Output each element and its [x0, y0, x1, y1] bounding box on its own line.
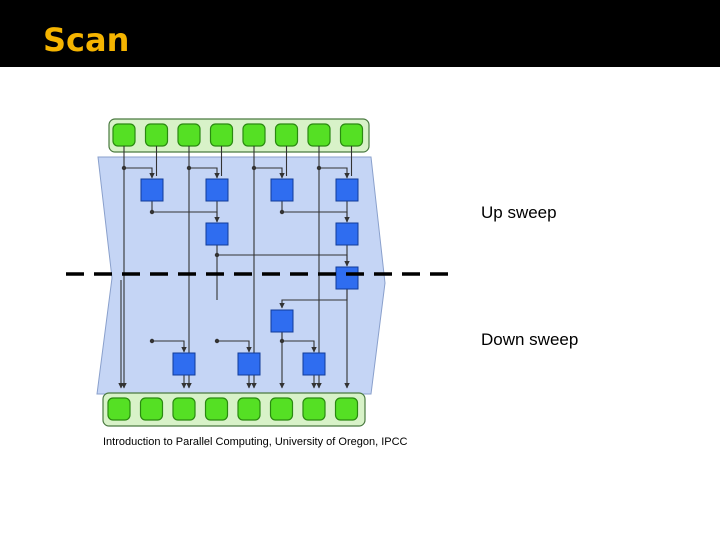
output-element	[334, 397, 359, 421]
operator-box	[205, 222, 229, 246]
source-caption: Introduction to Parallel Computing, Univ…	[103, 436, 408, 448]
input-array	[108, 118, 370, 153]
junction-dot	[149, 209, 155, 215]
junction-dot	[121, 165, 127, 171]
operator-box	[237, 352, 261, 376]
output-element	[204, 397, 229, 421]
operator-box	[270, 178, 294, 202]
output-element	[302, 397, 326, 421]
operator-box	[205, 178, 229, 202]
wire	[152, 340, 187, 353]
output-element	[172, 397, 196, 421]
input-elements	[112, 123, 364, 147]
input-element	[112, 123, 136, 147]
junction-dot	[279, 209, 285, 215]
output-element	[139, 397, 164, 421]
wire	[254, 167, 285, 179]
wire	[319, 167, 350, 179]
input-element	[144, 123, 169, 147]
output-elements	[107, 397, 359, 421]
output-array	[102, 392, 366, 427]
up-sweep-label: Up sweep	[481, 203, 557, 222]
junction-dot	[251, 165, 257, 171]
operator-box	[172, 352, 196, 376]
junction-dot	[214, 338, 220, 344]
junction-dot	[279, 338, 285, 344]
junction-dot	[316, 165, 322, 171]
up-sweep-operators	[140, 178, 359, 290]
operator-box	[335, 266, 359, 290]
operator-box	[302, 352, 326, 376]
junction-dot	[149, 338, 155, 344]
title-bar: Scan	[0, 0, 720, 67]
input-element	[274, 123, 299, 147]
operator-box	[140, 178, 164, 202]
junction-dot	[214, 252, 220, 258]
wire	[217, 340, 252, 353]
input-element	[242, 123, 266, 147]
input-element	[339, 123, 364, 147]
input-element	[307, 123, 331, 147]
output-element	[237, 397, 261, 421]
input-element	[209, 123, 234, 147]
down-sweep-operators	[172, 309, 326, 376]
operator-box	[335, 222, 359, 246]
input-element	[177, 123, 201, 147]
output-element	[107, 397, 131, 421]
junction-dot	[186, 165, 192, 171]
operator-box	[335, 178, 359, 202]
down-sweep-label: Down sweep	[481, 330, 579, 349]
operator-box	[270, 309, 294, 333]
slide-title: Scan	[43, 21, 130, 59]
output-element	[269, 397, 294, 421]
junction-dots	[121, 165, 322, 344]
wire	[189, 167, 220, 179]
wire	[124, 167, 155, 179]
